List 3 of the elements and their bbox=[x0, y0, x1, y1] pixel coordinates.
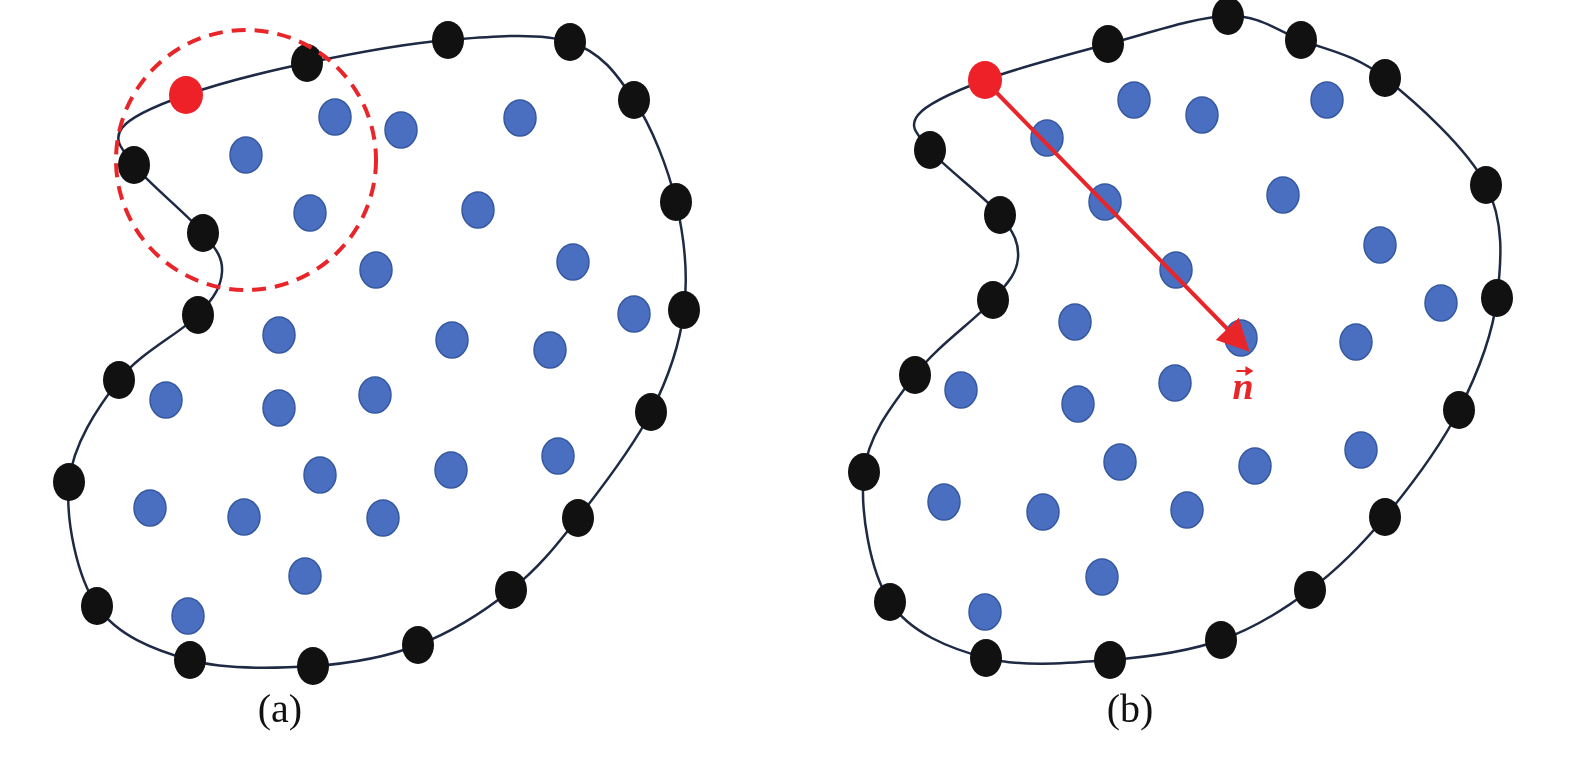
panel-label: (a) bbox=[257, 685, 303, 732]
vector-label: n bbox=[1232, 360, 1254, 408]
panel-label: (b) bbox=[1106, 685, 1154, 732]
